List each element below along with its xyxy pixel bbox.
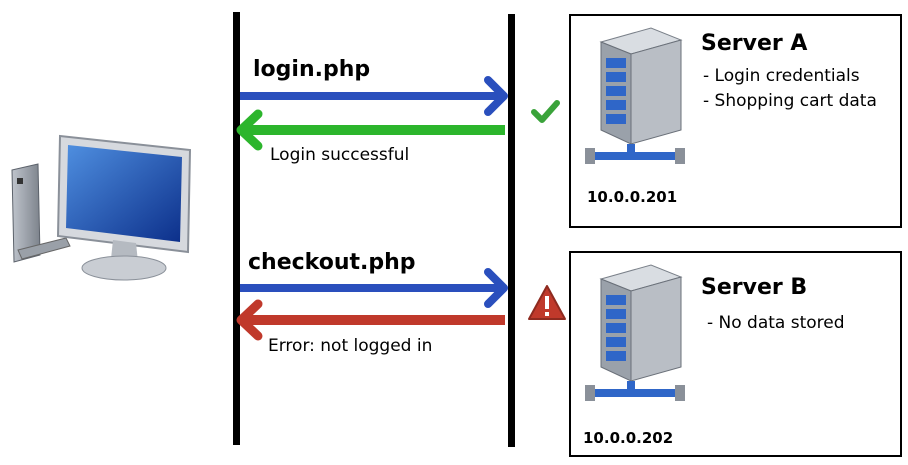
- server-b-ip: 10.0.0.202: [583, 429, 674, 447]
- response-label-login: Login successful: [270, 145, 410, 165]
- server-icon: [581, 24, 691, 172]
- request-label-checkout: checkout.php: [248, 250, 416, 275]
- check-icon: [530, 98, 560, 126]
- server-timeline: [508, 14, 515, 447]
- request-arrow-login: [240, 76, 508, 116]
- computer-icon: [8, 120, 208, 285]
- server-b-name: Server B: [701, 275, 808, 300]
- server-a-name: Server A: [701, 31, 808, 56]
- client-timeline: [233, 12, 240, 445]
- server-a-line-1: - Login credentials: [703, 66, 860, 86]
- request-label-login: login.php: [253, 57, 371, 82]
- server-a-line-2: - Shopping cart data: [703, 91, 877, 111]
- server-a-box: Server A - Login credentials - Shopping …: [569, 14, 902, 228]
- server-icon: [581, 261, 691, 409]
- response-label-checkout: Error: not logged in: [268, 336, 433, 356]
- response-arrow-checkout: [236, 299, 505, 341]
- server-b-line-1: - No data stored: [707, 313, 845, 333]
- warning-icon: [527, 284, 567, 322]
- server-a-ip: 10.0.0.201: [587, 188, 678, 206]
- request-arrow-checkout: [240, 268, 508, 308]
- response-arrow-login: [236, 109, 505, 151]
- server-b-box: Server B - No data stored 10.0.0.202: [569, 251, 902, 457]
